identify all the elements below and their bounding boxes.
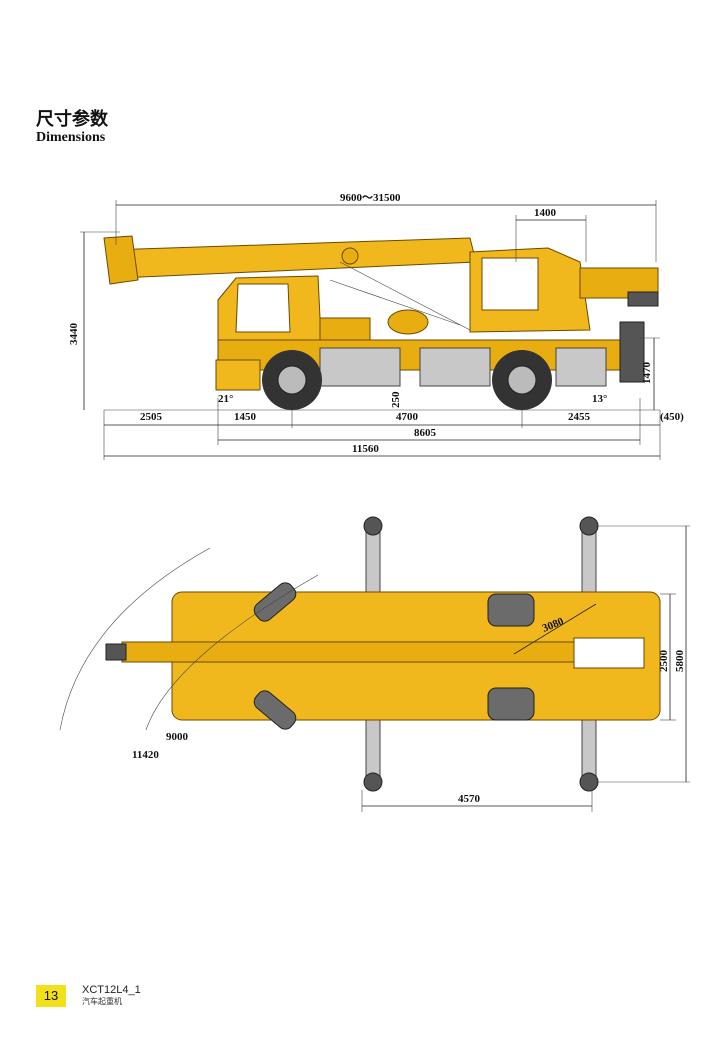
height-total-label: 3440	[68, 323, 80, 346]
page-footer: 13 XCT12L4_1 汽车起重机	[36, 984, 166, 1007]
width-5800-label: 5800	[674, 650, 686, 673]
height-frame-label: 1470	[641, 362, 653, 385]
side-view: 9600～31500 1400 3440 1470 21° 13° 250 25…	[68, 192, 684, 460]
dim-4700-label: 4700	[396, 411, 419, 423]
operator-cab-window	[481, 257, 539, 311]
front-wheel	[262, 350, 322, 410]
page-title-en: Dimensions	[36, 130, 106, 145]
boom-range-label: 9600～31500	[340, 192, 401, 204]
dim-2505-label: 2505	[140, 411, 163, 423]
page-number: 13	[36, 985, 66, 1007]
dim-1450-label: 1450	[234, 411, 257, 423]
crane-boom	[109, 237, 477, 279]
dim-8605-label: 8605	[414, 427, 437, 439]
dim-11560-label: 11560	[352, 443, 379, 455]
radius-11420-label: 11420	[132, 749, 159, 761]
radius-9000-label: 9000	[166, 731, 189, 743]
crane-boom-top	[121, 641, 593, 663]
clearance-label: 250	[390, 391, 402, 408]
front-angle-label: 21°	[218, 393, 233, 405]
boom-head	[103, 235, 139, 285]
page-title-cn: 尺寸参数	[36, 109, 108, 130]
dim-450-label: (450)	[660, 411, 684, 423]
width-2500-label: 2500	[658, 650, 670, 673]
model-label: XCT12L4_1	[82, 984, 141, 996]
outrigger-span-label: 4570	[458, 793, 481, 805]
rear-wheel	[492, 350, 552, 410]
rear-angle-label: 13°	[592, 393, 607, 405]
top-view: 3080 9000 11420 2500 5800 4570	[59, 516, 690, 812]
model-cn-label: 汽车起重机	[82, 997, 122, 1006]
dim-1400-label: 1400	[534, 207, 557, 219]
dim-2455-label: 2455	[568, 411, 591, 423]
